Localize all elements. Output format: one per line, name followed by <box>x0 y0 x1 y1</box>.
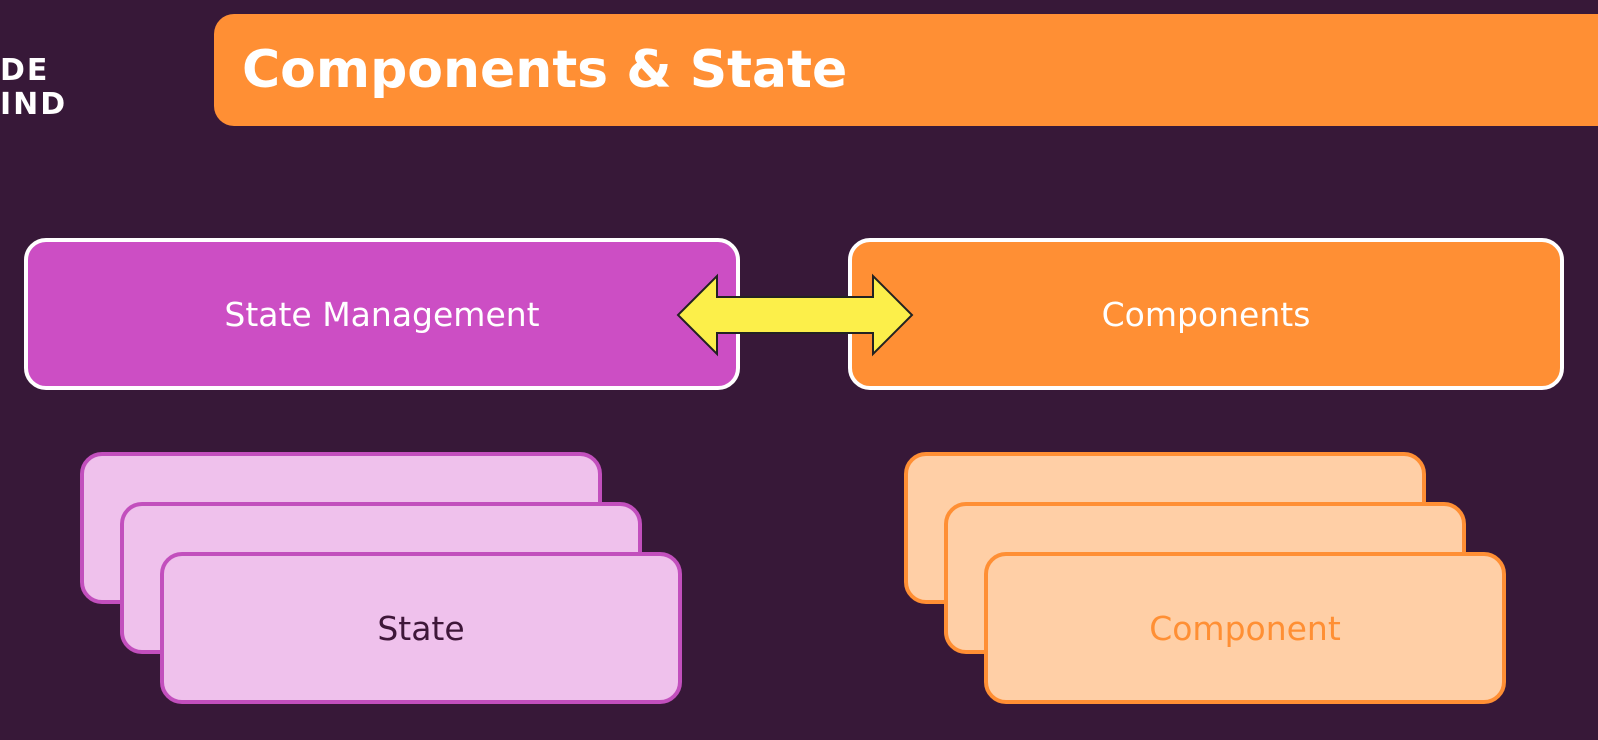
state-card-front: State <box>160 552 682 704</box>
logo-line-1: DE <box>0 53 50 88</box>
double-headed-arrow-icon <box>676 273 914 357</box>
state-card-label: State <box>377 608 465 648</box>
component-card-front: Component <box>984 552 1506 704</box>
page-title: Components & State <box>242 40 848 100</box>
components-label: Components <box>1101 294 1311 334</box>
brand-logo: DE IND <box>0 54 80 122</box>
state-management-box: State Management <box>24 238 740 390</box>
component-card-label: Component <box>1149 608 1341 648</box>
state-management-label: State Management <box>224 294 540 334</box>
arrow-shape <box>676 273 914 357</box>
title-banner: Components & State <box>214 14 1598 126</box>
logo-line-2: IND <box>0 87 68 122</box>
components-box: Components <box>848 238 1564 390</box>
